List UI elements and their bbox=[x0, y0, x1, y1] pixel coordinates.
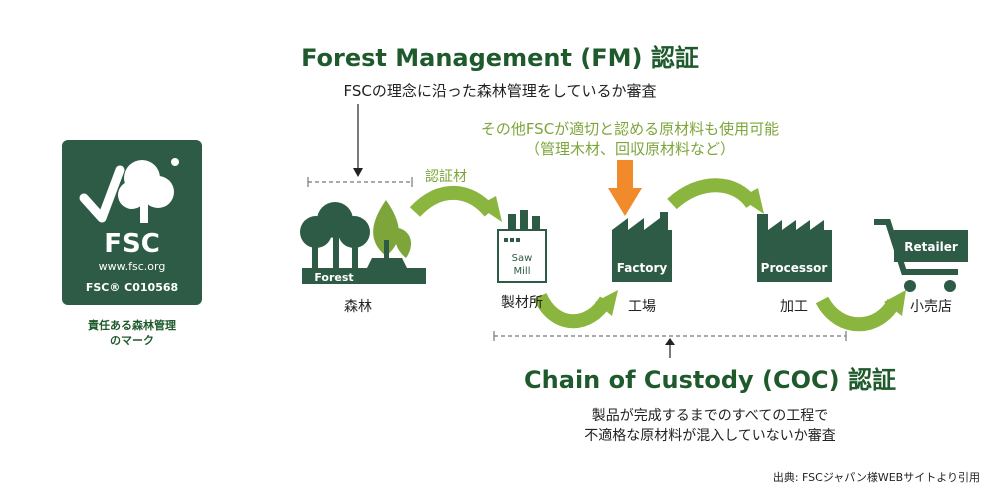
sawmill-icon-text2: Mill bbox=[514, 266, 531, 277]
retailer-cart-icon: Retailer bbox=[874, 219, 968, 292]
fsc-caption: 責任ある森林管理 のマーク bbox=[62, 318, 202, 348]
fsc-url-text: www.fsc.org bbox=[99, 260, 166, 273]
arrow-processor-to-retailer bbox=[815, 296, 901, 332]
forest-icon: Forest bbox=[300, 200, 426, 284]
factory-icon-text: Factory bbox=[617, 261, 668, 275]
citation: 出典: FSCジャパン様WEBサイトより引用 bbox=[772, 471, 980, 484]
arrow-sawmill-to-factory bbox=[533, 292, 613, 329]
factory-icon: Factory bbox=[612, 212, 672, 282]
sawmill-icon-text1: Saw bbox=[512, 253, 533, 264]
stage-label-retailer: 小売店 bbox=[910, 299, 952, 315]
stage-label-processor: 加工 bbox=[780, 299, 808, 315]
stage-label-sawmill: 製材所 bbox=[501, 295, 543, 311]
fsc-logo: FSC www.fsc.org FSC® C010568 bbox=[62, 140, 202, 305]
arrow-forest-to-sawmill bbox=[409, 185, 496, 218]
fsc-caption-line2: のマーク bbox=[110, 334, 154, 347]
coc-arrow-head bbox=[665, 338, 675, 345]
fsc-caption-line1: 責任ある森林管理 bbox=[88, 319, 176, 332]
other-materials-line1: その他FSCが適切と認める原材料も使用可能 bbox=[480, 120, 780, 138]
coc-subtitle-line1: 製品が完成するまでのすべての工程で bbox=[591, 408, 829, 424]
processor-icon: Processor bbox=[757, 214, 832, 282]
fsc-code-text: FSC® C010568 bbox=[86, 281, 178, 294]
coc-subtitle-line2: 不適格な原材料が混入していないか審査 bbox=[584, 428, 836, 444]
coc-title: Chain of Custody (COC) 認証 bbox=[524, 366, 896, 394]
stage-label-forest: 森林 bbox=[344, 299, 372, 315]
orange-arrow-shaft bbox=[617, 160, 633, 188]
sawmill-icon: Saw Mill bbox=[497, 210, 547, 283]
fm-subtitle: FSCの理念に沿った森林管理をしているか審査 bbox=[343, 82, 657, 100]
certified-material-label: 認証材 bbox=[425, 169, 467, 185]
fm-arrow-head bbox=[353, 168, 363, 177]
arrow-factory-to-processor bbox=[667, 178, 758, 210]
fsc-brand-text: FSC bbox=[104, 229, 160, 259]
fm-title: Forest Management (FM) 認証 bbox=[301, 44, 699, 72]
processor-icon-text: Processor bbox=[761, 261, 828, 275]
forest-icon-text: Forest bbox=[314, 271, 353, 284]
orange-arrow-head bbox=[608, 188, 642, 216]
other-materials-line2: （管理木材、回収原材料など） bbox=[524, 140, 735, 158]
retailer-icon-text: Retailer bbox=[904, 240, 958, 254]
stage-label-factory: 工場 bbox=[628, 299, 656, 315]
